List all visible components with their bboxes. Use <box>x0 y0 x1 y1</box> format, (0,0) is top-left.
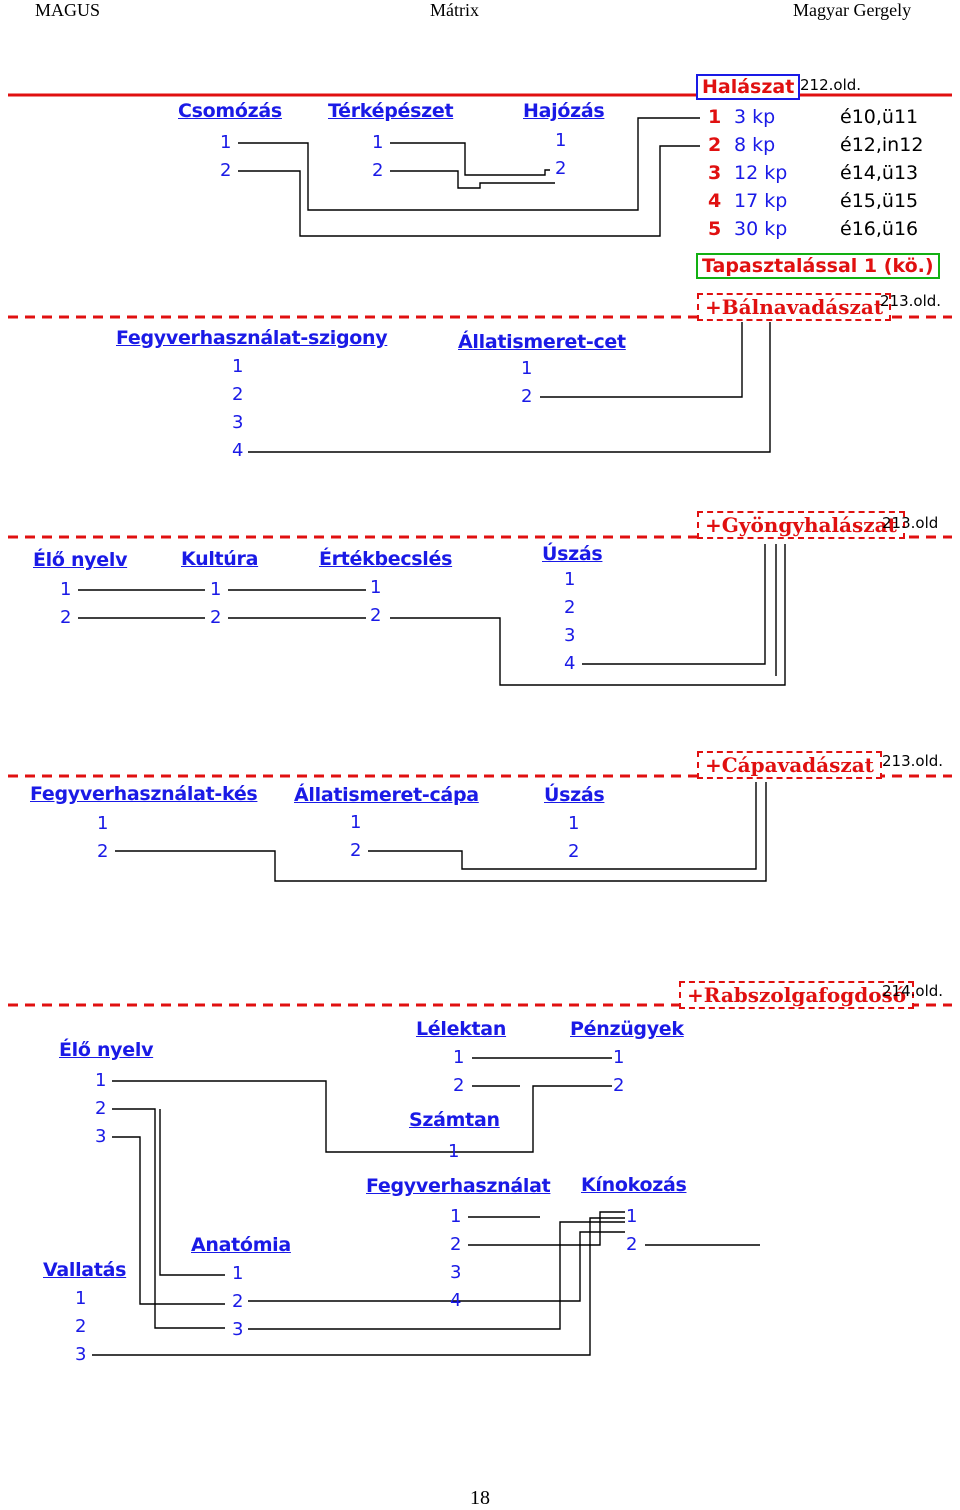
page-reference: 213.old. <box>882 752 944 770</box>
level-label: 2 <box>555 158 567 179</box>
level-label: 2 <box>613 1075 625 1096</box>
skill-fegyverhasznalat-kes: Fegyverhasználat-kés <box>30 783 258 805</box>
level-label: 1 <box>448 1141 460 1162</box>
level-label: 2 <box>568 841 580 862</box>
level-label: 1 <box>220 132 232 153</box>
skill-szamtan: Számtan <box>409 1109 500 1131</box>
level-label: 2 <box>372 160 384 181</box>
level-label: 3 <box>95 1126 107 1147</box>
level-label: 2 <box>60 607 72 628</box>
row-number: 2 <box>708 134 722 156</box>
skill-elo-nyelv: Élő nyelv <box>59 1039 154 1061</box>
level-label: 2 <box>232 384 244 405</box>
skill-kinokozas: Kínokozás <box>581 1174 687 1196</box>
level-label: 2 <box>220 160 232 181</box>
skill-vallatas: Vallatás <box>43 1259 127 1281</box>
level-label: 2 <box>626 1234 638 1255</box>
level-label: 2 <box>232 1291 244 1312</box>
target-rabszolgafogdoso: +Rabszolgafogdosó <box>679 981 915 1009</box>
level-label: 1 <box>210 579 222 600</box>
level-label: 1 <box>568 813 580 834</box>
level-label: 1 <box>613 1047 625 1068</box>
target-balnavadaszat: +Bálnavadászat <box>697 293 892 321</box>
header-left: MAGUS <box>35 0 101 20</box>
header-center: Mátrix <box>430 0 479 20</box>
target-gyongyhalaszat: +Gyöngyhalászat <box>697 511 905 539</box>
level-label: 1 <box>521 358 533 379</box>
level-label: 2 <box>95 1098 107 1119</box>
tapasztalassal-note: Tapasztalással 1 (kö.) <box>696 253 940 279</box>
row-kp: 8 kp <box>734 134 776 156</box>
skill-fegyverhasznalat-szigony: Fegyverhasználat-szigony <box>116 327 388 349</box>
skill-uszas: Úszás <box>544 784 605 806</box>
level-label: 1 <box>453 1047 465 1068</box>
level-label: 3 <box>232 1319 244 1340</box>
page-reference: 212.old. <box>800 76 862 94</box>
level-label: 2 <box>75 1316 87 1337</box>
skill-allatismeret-cet: Állatismeret-cet <box>458 331 626 353</box>
level-label: 1 <box>450 1206 462 1227</box>
row-number: 4 <box>708 190 722 212</box>
level-label: 2 <box>453 1075 465 1096</box>
level-label: 3 <box>450 1262 462 1283</box>
level-label: 4 <box>232 440 244 461</box>
skill-terkepeszet: Térképészet <box>328 100 454 122</box>
page-reference: 214.old. <box>882 982 944 1000</box>
level-label: 1 <box>350 812 362 833</box>
level-label: 3 <box>232 412 244 433</box>
level-label: 1 <box>626 1206 638 1227</box>
level-label: 3 <box>564 625 576 646</box>
level-label: 2 <box>350 840 362 861</box>
level-label: 1 <box>370 577 382 598</box>
level-label: 1 <box>95 1070 107 1091</box>
skill-anatomia: Anatómia <box>191 1234 291 1256</box>
level-label: 1 <box>232 1263 244 1284</box>
row-requirement: é12,in12 <box>840 134 924 156</box>
level-label: 4 <box>564 653 576 674</box>
level-label: 3 <box>75 1344 87 1365</box>
row-number: 1 <box>708 106 722 128</box>
level-label: 2 <box>521 386 533 407</box>
skill-uszas: Úszás <box>542 543 603 565</box>
level-label: 1 <box>564 569 576 590</box>
row-requirement: é15,ü15 <box>840 190 919 212</box>
skill-allatismeret-capa: Állatismeret-cápa <box>294 784 479 806</box>
row-requirement: é14,ü13 <box>840 162 919 184</box>
level-label: 1 <box>232 356 244 377</box>
level-label: 2 <box>97 841 109 862</box>
level-label: 2 <box>450 1234 462 1255</box>
page-number: 18 <box>470 1487 490 1509</box>
row-requirement: é10,ü11 <box>840 106 919 128</box>
skill-lelektan: Lélektan <box>416 1018 507 1040</box>
level-label: 2 <box>564 597 576 618</box>
row-kp: 17 kp <box>734 190 788 212</box>
row-number: 5 <box>708 218 722 240</box>
level-label: 2 <box>370 605 382 626</box>
skill-hajozas: Hajózás <box>523 100 605 122</box>
target-halaszat: Halászat <box>696 74 801 100</box>
row-kp: 12 kp <box>734 162 788 184</box>
level-label: 1 <box>555 130 567 151</box>
row-kp: 3 kp <box>734 106 776 128</box>
row-requirement: é16,ü16 <box>840 218 919 240</box>
header-right: Magyar Gergely <box>793 0 912 20</box>
level-label: 1 <box>372 132 384 153</box>
skill-fegyverhasznalat: Fegyverhasználat <box>366 1175 551 1197</box>
row-number: 3 <box>708 162 722 184</box>
level-label: 1 <box>97 813 109 834</box>
row-kp: 30 kp <box>734 218 788 240</box>
skill-kultura: Kultúra <box>181 548 259 570</box>
skill-elo-nyelv: Élő nyelv <box>33 549 128 571</box>
skill-penzugyek: Pénzügyek <box>570 1018 684 1040</box>
skill-csomozas: Csomózás <box>178 100 282 122</box>
level-label: 4 <box>450 1290 462 1311</box>
level-label: 1 <box>75 1288 87 1309</box>
level-label: 2 <box>210 607 222 628</box>
page-reference: 213.old <box>882 514 939 532</box>
level-label: 1 <box>60 579 72 600</box>
target-capavadaszat: +Cápavadászat <box>697 751 882 779</box>
skill-ertekbecsles: Értékbecslés <box>319 548 453 570</box>
page-reference: 213.old. <box>880 292 942 310</box>
